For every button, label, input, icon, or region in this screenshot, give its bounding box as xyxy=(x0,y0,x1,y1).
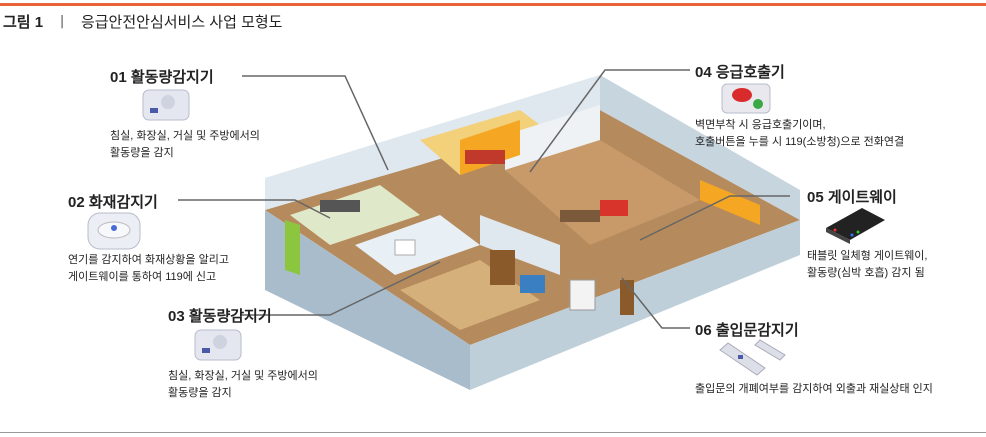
device-06-title: 06 출입문감지기 xyxy=(695,322,799,339)
motion-sensor-icon xyxy=(142,89,190,121)
leader-line-03 xyxy=(240,261,441,316)
front-right-wall xyxy=(470,220,800,390)
bathroom-floor xyxy=(355,215,480,275)
tablet-gateway-icon xyxy=(826,208,885,244)
device-02-title: 02 화재감지기 xyxy=(68,194,158,211)
device-04-desc: 벽면부착 시 응급호출기이며,호출버튼을 누를 시 119(소방청)으로 전화연… xyxy=(695,119,905,148)
back-left-wall xyxy=(265,130,420,210)
figure-label: 그림 1 xyxy=(3,14,44,31)
separator: ㅣ xyxy=(55,14,69,31)
front-left-wall xyxy=(265,210,470,390)
device-04-title: 04 응급호출기 xyxy=(695,64,785,81)
door-sensor-icon xyxy=(719,339,786,376)
figure-title-text: 응급안전안심서비스 사업 모형도 xyxy=(80,14,283,31)
device-03-title: 03 활동량감지기 xyxy=(168,308,272,325)
leader-line-04 xyxy=(529,69,690,173)
motion-sensor-icon xyxy=(194,329,242,361)
leader-line-01 xyxy=(242,75,389,171)
house-floor xyxy=(265,110,800,345)
device-06-desc: 출입문의 개폐여부를 감지하여 외출과 재실상태 인지 xyxy=(695,383,933,395)
smoke-detector-icon xyxy=(87,212,141,250)
emergency-button-icon xyxy=(721,83,771,114)
figure-title: 그림 1 ㅣ 응급안전안심서비스 사업 모형도 xyxy=(3,11,282,32)
top-rule xyxy=(0,3,986,6)
leader-line-02 xyxy=(178,199,331,219)
device-01-title: 01 활동량감지기 xyxy=(110,69,214,86)
living-floor xyxy=(505,140,700,245)
kitchen-floor xyxy=(290,185,420,245)
device-05-title: 05 게이트웨이 xyxy=(807,189,897,206)
leader-line-05 xyxy=(639,195,790,241)
bottom-rule xyxy=(0,432,986,433)
right-wall xyxy=(600,75,800,220)
device-05-desc: 태블릿 일체형 게이트웨이,활동량(심박 호흡) 감지 됨 xyxy=(807,250,928,279)
leader-line-06 xyxy=(621,277,690,329)
